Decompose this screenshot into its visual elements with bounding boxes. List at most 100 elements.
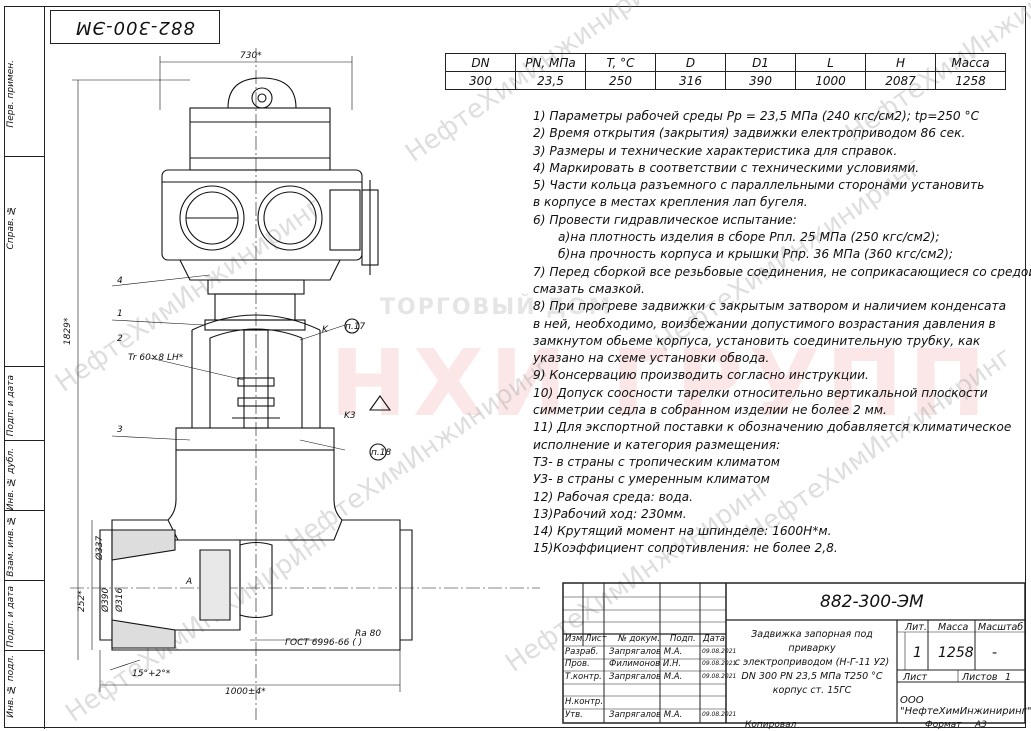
title-scale-value: - — [992, 645, 998, 661]
sign-date: 09.08.2021 — [702, 660, 737, 667]
note-line: 7) Перед сборкой все резьбовые соединени… — [533, 264, 1031, 279]
title-description-line: DN 300 PN 23,5 МПа Т250 °С корпус ст. 15… — [741, 671, 883, 696]
footer-format-value: А3 — [975, 720, 987, 730]
label-a: A — [185, 577, 192, 587]
note-line: 15)Коэффициент сопротивления: не более 2… — [533, 541, 838, 556]
table-header-cell: Масса — [935, 53, 1006, 72]
note-line: исполнение и категория размещения: — [533, 437, 781, 452]
title-sheets-label: Листов — [962, 672, 998, 683]
sign-name: Филимонов И.Н. — [609, 659, 682, 669]
col-header: Дата — [703, 634, 726, 644]
table-cell: 250 — [585, 71, 656, 90]
title-doc-code: 882-300-ЭМ — [820, 592, 924, 612]
title-mass-label: Масса — [938, 622, 969, 633]
note-line: 11) Для экспортной поставки к обозначени… — [533, 420, 1012, 435]
sign-date: 09.08.2021 — [702, 673, 737, 680]
pos-4: 4 — [117, 276, 123, 286]
table-cell: 23,5 — [515, 71, 586, 90]
note-line: в корпусе в местах крепления лап бугеля. — [533, 195, 808, 210]
title-description-line: Задвижка запорная под приварку — [751, 629, 873, 654]
sign-date: 09.08.2021 — [702, 648, 737, 655]
label-k3: K3 — [344, 411, 356, 421]
dim-d316: Ø316 — [114, 587, 125, 613]
col-header: № докум. — [618, 634, 660, 644]
title-description-line: с электроприводом (Н-Г-11 У2) — [734, 657, 890, 668]
title-mass-value: 1258 — [938, 645, 974, 661]
table-row: DN PN, МПа T, °C D D1 L H Масса — [445, 53, 1006, 72]
table-cell: 390 — [725, 71, 796, 90]
table-cell: 300 — [445, 71, 516, 90]
title-scale-label: Масштаб — [978, 622, 1024, 633]
table-row: 300 23,5 250 316 390 1000 2087 1258 — [445, 71, 1006, 90]
sign-role: Утв. — [565, 710, 583, 720]
dim-height: 1829* — [63, 317, 73, 345]
note-line: 2) Время открытия (закрытия) задвижки ел… — [533, 126, 966, 141]
note-line: смазать смазкой. — [533, 281, 645, 296]
footer-format-label: Формат — [925, 720, 962, 730]
sign-date: 09.08.2021 — [702, 711, 737, 718]
pos-1: 1 — [117, 309, 123, 319]
title-sheets-value: 1 — [1005, 672, 1012, 683]
note-line: в ней, необходимо, воизбежании допустимо… — [533, 316, 996, 331]
parameters-table: DN PN, МПа T, °C D D1 L H Масса 300 23,5… — [445, 53, 1006, 90]
pos-3: 3 — [117, 425, 123, 435]
sign-name: Запрягалов М.А. — [609, 672, 683, 682]
table-cell: 1258 — [935, 71, 1006, 90]
note-line: а)на плотность изделия в сборе Рпл. 25 М… — [558, 230, 940, 245]
dim-252: 252* — [77, 590, 87, 612]
footer-copied: Копировал — [745, 720, 797, 730]
note-line: 9) Консервацию производить согласно инст… — [533, 368, 869, 383]
sign-name: Запрягалов М.А. — [609, 647, 683, 657]
label-k: K — [322, 325, 329, 335]
title-lit-label: Лит. — [905, 622, 927, 633]
watermark-subtitle: ТОРГОВЫЙ ДОМ — [380, 295, 613, 320]
ref-p17: п.17 — [345, 322, 365, 332]
technical-notes: 1) Параметры рабочей среды Рр = 23,5 МПа… — [533, 108, 1031, 558]
dim-gost: ГОСТ 6996-66 ( ) — [285, 638, 362, 648]
note-line: 13)Рабочий ход: 230мм. — [533, 506, 687, 521]
dim-length: 1000±4* — [225, 687, 266, 697]
note-line: Т3- в страны с тропическим климатом — [533, 454, 780, 469]
note-line: 4) Маркировать в соответствии с техничес… — [533, 160, 920, 175]
col-header: Подп. — [670, 634, 696, 644]
note-line: 8) При прогреве задвижки с закрытым затв… — [533, 299, 1007, 314]
note-line: У3- в страны с умеренным климатом — [533, 472, 770, 487]
dim-d390: Ø390 — [100, 587, 111, 613]
title-organization: ООО "НефтеХимИнжиниринг" — [900, 695, 1031, 717]
note-line: 1) Параметры рабочей среды Рр = 23,5 МПа… — [533, 109, 980, 123]
sign-role: Н.контр. — [565, 697, 604, 707]
title-sheet-label: Лист — [903, 672, 928, 683]
note-line: 10) Допуск соосности тарелки относительн… — [533, 385, 988, 400]
note-line: 3) Размеры и технические характеристика … — [533, 143, 898, 158]
note-line: указано на схеме установки обвода. — [533, 351, 770, 366]
dim-angle: 15°+2°* — [132, 669, 171, 679]
title-lit-value: 1 — [913, 645, 922, 661]
note-line: 14) Крутящий момент на шпинделе: 1600Н*м… — [533, 524, 832, 539]
note-line: 6) Провести гидравлическое испытание: — [533, 212, 797, 227]
title-description: Задвижка запорная под приварку с электро… — [728, 628, 896, 698]
col-header: Изм. — [565, 634, 585, 644]
sign-role: Пров. — [565, 659, 590, 669]
valve-drawing: 730* 1829* 252* 1000±4* Tr 60×8 LH* 15°+… — [63, 48, 540, 720]
watermark-logo-text: НХИ ГРУПП — [330, 330, 992, 437]
dim-width: 730* — [240, 51, 262, 61]
ref-p18: п.18 — [371, 448, 391, 458]
dim-d337: Ø337 — [94, 535, 105, 561]
note-line: 12) Рабочая среда: вода. — [533, 489, 694, 504]
note-line: замкнутом обьеме корпуса, установить сое… — [533, 333, 981, 348]
doc-code-stamp: 882-300-ЭМ — [50, 10, 220, 44]
col-header: Лист — [585, 634, 607, 644]
sign-role: Разраб. — [565, 647, 599, 657]
dim-ra: Ra 80 — [355, 629, 381, 639]
dim-thread: Tr 60×8 LH* — [128, 353, 184, 363]
drawing-frame — [4, 6, 1026, 728]
note-line: симметрии седла в собранном изделии не б… — [533, 403, 887, 418]
table-cell: 1000 — [795, 71, 866, 90]
sign-name: Запрягалов М.А. — [609, 710, 683, 720]
note-line: 5) Части кольца разъемного с параллельны… — [533, 178, 985, 193]
pos-2: 2 — [117, 334, 123, 344]
sign-role: Т.контр. — [565, 672, 602, 682]
title-block-signatures: Изм. Лист № докум. Подп. Дата Разраб. За… — [563, 583, 1023, 726]
note-line: б)на прочность корпуса и крышки Рпр. 36 … — [558, 247, 954, 262]
